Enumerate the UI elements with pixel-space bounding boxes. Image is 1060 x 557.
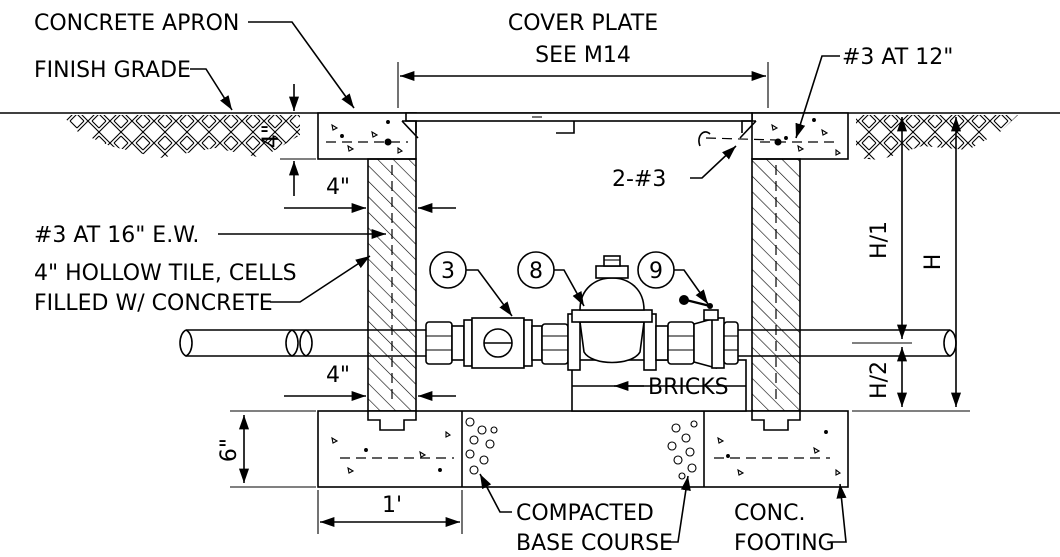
earth-hatch-right <box>856 115 1018 160</box>
pipe-inlet <box>179 329 426 357</box>
dim-wall-thickness-bottom: 4" <box>284 363 456 402</box>
svg-text:#3 AT 16" E.W.: #3 AT 16" E.W. <box>34 223 199 248</box>
svg-text:BRICKS: BRICKS <box>648 375 729 400</box>
label-rebar-two: 2-#3 <box>612 131 777 192</box>
svg-text:8: 8 <box>529 259 543 284</box>
svg-text:4": 4" <box>326 363 350 388</box>
cover-plate-lift-handle <box>556 121 575 134</box>
dim-apron-thickness: 4" <box>259 84 316 196</box>
label-rebar-top: #3 AT 12" <box>795 45 953 139</box>
svg-text:COMPACTED: COMPACTED <box>516 501 654 526</box>
rebar-dot <box>774 138 782 146</box>
earth-hatch-left <box>62 115 300 158</box>
callout-9: 9 <box>637 251 709 305</box>
inlet-fittings <box>425 319 473 367</box>
dim-footing-extension: 1' <box>317 490 463 534</box>
svg-text:CONC.: CONC. <box>734 501 806 526</box>
svg-text:4": 4" <box>259 124 284 148</box>
svg-text:FINISH GRADE: FINISH GRADE <box>34 58 191 83</box>
label-conc-footing: CONC. FOOTING <box>734 483 847 556</box>
svg-text:FOOTING: FOOTING <box>734 531 835 556</box>
dim-height: H/1 H/2 H <box>852 112 970 412</box>
label-finish-grade: FINISH GRADE <box>34 58 233 111</box>
concrete-apron-right <box>751 112 849 160</box>
svg-text:H: H <box>921 254 946 271</box>
meter-angle-valve <box>679 295 739 370</box>
outlet-fittings <box>655 321 695 365</box>
svg-text:#3 AT 12": #3 AT 12" <box>842 45 953 70</box>
svg-text:COVER PLATE: COVER PLATE <box>508 11 658 36</box>
base-course-gravel <box>465 417 698 480</box>
callout-8: 8 <box>517 251 585 307</box>
svg-text:4": 4" <box>326 175 350 200</box>
svg-text:H/2: H/2 <box>867 361 892 399</box>
svg-text:SEE M14: SEE M14 <box>535 43 631 68</box>
gate-valve <box>471 317 569 369</box>
svg-text:2-#3: 2-#3 <box>612 167 666 192</box>
cover-plate <box>405 112 753 122</box>
svg-text:6": 6" <box>217 438 242 462</box>
svg-text:FILLED W/ CONCRETE: FILLED W/ CONCRETE <box>34 291 273 316</box>
label-rebar-ew: #3 AT 16" E.W. <box>34 223 386 248</box>
svg-text:CONCRETE APRON: CONCRETE APRON <box>34 11 239 36</box>
water-meter <box>567 255 657 371</box>
svg-text:3: 3 <box>441 259 455 284</box>
label-concrete-apron: CONCRETE APRON <box>34 11 355 109</box>
rebar-dot <box>384 138 392 146</box>
svg-text:H/1: H/1 <box>867 221 892 259</box>
svg-text:9: 9 <box>649 259 663 284</box>
concrete-apron-left <box>317 112 417 160</box>
callout-3: 3 <box>429 251 513 317</box>
footing-aggregate-marks <box>331 430 842 476</box>
svg-text:BASE COURSE: BASE COURSE <box>516 531 673 556</box>
wall-key-right <box>751 411 801 431</box>
label-hollow-tile: 4" HOLLOW TILE, CELLS FILLED W/ CONCRETE <box>34 255 371 316</box>
conc-footing <box>317 410 849 488</box>
label-compacted-base-course: COMPACTED BASE COURSE <box>479 473 691 556</box>
apron-aggregate-marks <box>331 118 842 156</box>
cover-plate-frame-left <box>401 120 419 139</box>
dim-wall-thickness-top: 4" <box>284 175 456 214</box>
label-cover-plate: COVER PLATE SEE M14 <box>397 11 769 108</box>
dim-footing-thickness: 6" <box>217 410 316 488</box>
wall-key-left <box>367 411 417 431</box>
cover-plate-frame-right <box>739 120 757 139</box>
svg-text:4" HOLLOW TILE, CELLS: 4" HOLLOW TILE, CELLS <box>34 261 297 286</box>
label-bricks: BRICKS <box>614 375 729 400</box>
svg-text:1': 1' <box>382 493 402 518</box>
